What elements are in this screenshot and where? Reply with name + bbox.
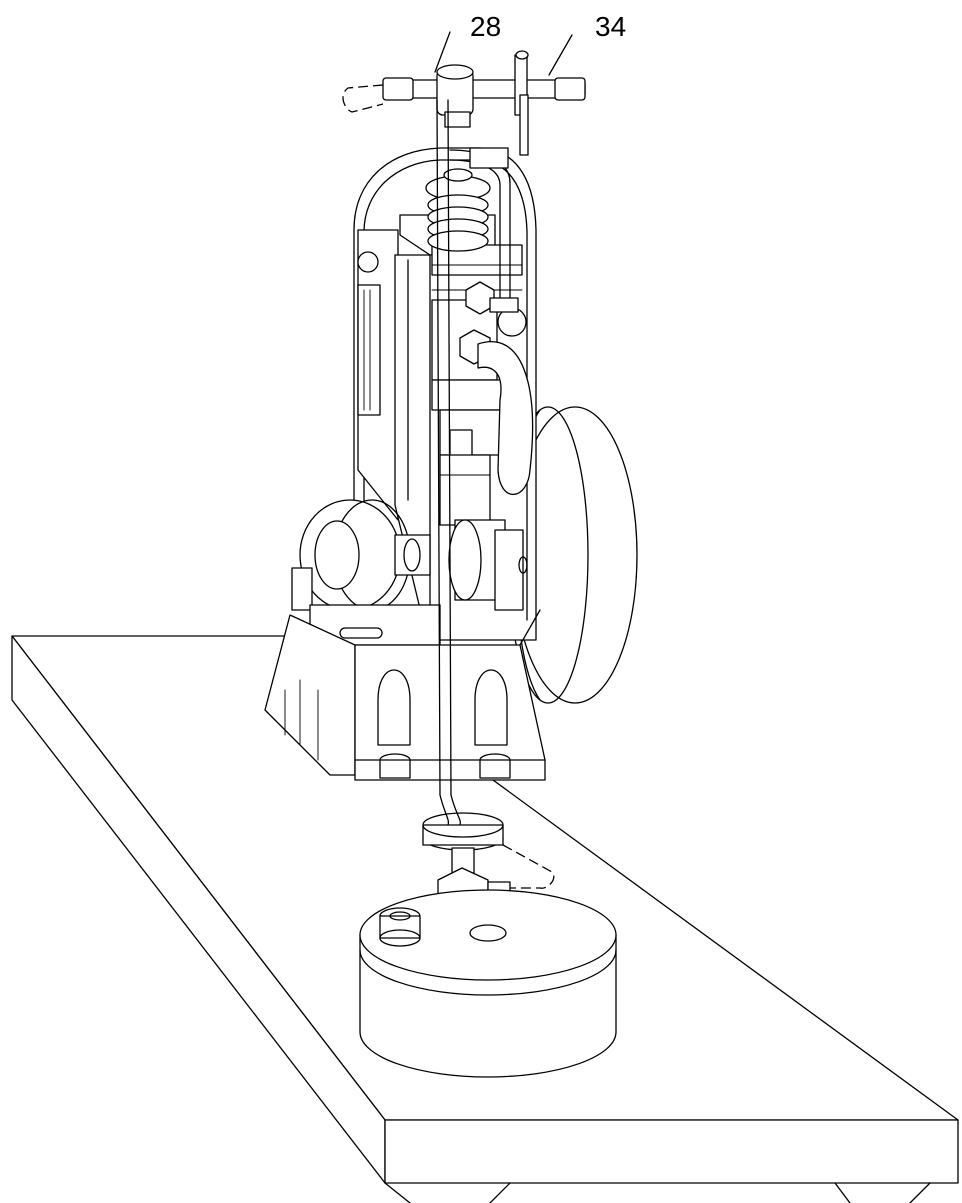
spring-assembly bbox=[425, 168, 491, 252]
leader-line-34 bbox=[548, 34, 573, 76]
side-tubing bbox=[449, 147, 534, 496]
machine-frame bbox=[353, 147, 537, 651]
top-fitting bbox=[342, 50, 586, 156]
roller bbox=[448, 519, 528, 611]
vertical-tubes bbox=[436, 99, 462, 826]
reference-label-28: 28 bbox=[470, 11, 501, 42]
pulley bbox=[299, 499, 431, 611]
leader-line-28 bbox=[434, 31, 451, 73]
canister bbox=[359, 889, 617, 1078]
reference-label-34: 34 bbox=[595, 11, 626, 42]
pedestal bbox=[264, 567, 546, 781]
reference-labels: 28 34 bbox=[434, 11, 626, 76]
